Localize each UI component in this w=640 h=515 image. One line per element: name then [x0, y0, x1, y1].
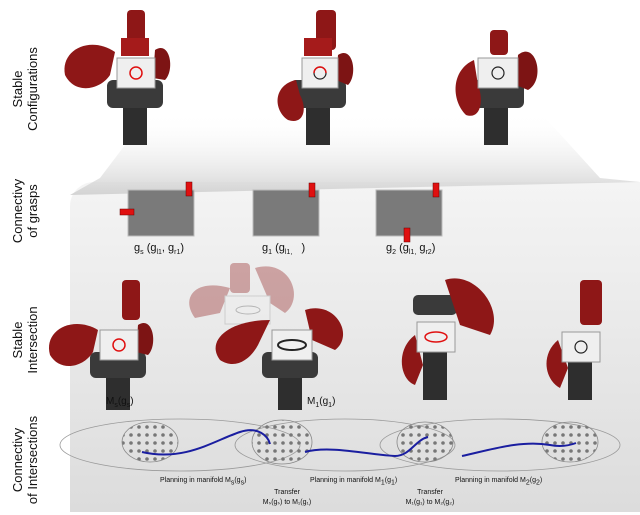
- grasp-caption-2: g2 (gl1, gr2): [386, 242, 436, 257]
- robot-intersection-ghost: [189, 263, 294, 325]
- robot-top-right: [455, 30, 538, 145]
- grasp-card-s: [119, 181, 195, 237]
- transfer-label-1-to-2: Transfer M₁(g₁) to M₂(g₂): [405, 489, 455, 506]
- robot-top-left: [64, 10, 171, 145]
- grasp-marker-right: [185, 181, 193, 197]
- planned-trajectories: [141, 429, 577, 458]
- robot-label-m1: M1(g1): [307, 396, 336, 409]
- grasp-caption-s: gs (gl1, gr1): [134, 242, 185, 257]
- robot-top-middle: [277, 10, 354, 145]
- planning-label-1: Planning in manifold M1(g1): [310, 477, 398, 487]
- grasp-caption-1: g1 (gl1, ): [262, 242, 306, 257]
- planning-label-s: Planning in manifold Ms(gs): [160, 477, 247, 487]
- robot-intersection-1: [215, 308, 344, 410]
- row-label-connectivity-of-grasps: Connectivy of grasps: [10, 178, 40, 244]
- robot-intersection-s: [48, 280, 154, 410]
- robot-intersection-2: [401, 278, 494, 400]
- row-label-stable-configurations: Stable Configurations: [10, 47, 40, 131]
- transfer-label-s-to-1: Transfer Mₛ(gₛ) to M₁(g₁): [262, 489, 312, 506]
- row-label-connectivity-of-intersections: Connectivy of Intersections: [10, 415, 40, 505]
- grasp-marker-left: [119, 208, 135, 216]
- planning-label-2: Planning in manifold M2(g2): [455, 477, 543, 487]
- robot-intersection-3: [546, 280, 602, 400]
- row-label-stable-intersection: Stable Intersection: [10, 306, 40, 374]
- grasp-card-1: [252, 182, 320, 237]
- robot-label-ms: Ms(gs): [106, 396, 134, 409]
- intersection-regions: [121, 419, 599, 465]
- zoom-trapezoid: [70, 112, 640, 195]
- grasp-card-2: [375, 182, 443, 243]
